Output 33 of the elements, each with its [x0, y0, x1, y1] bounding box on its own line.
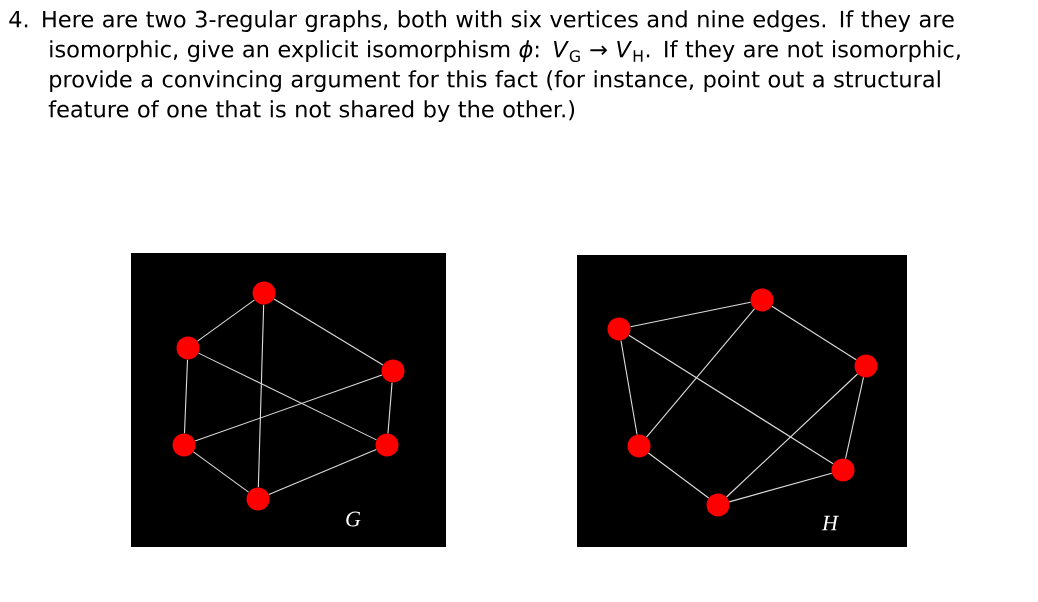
graph-edge: [845, 376, 865, 460]
vertex: [706, 493, 730, 517]
graph-edge: [257, 304, 265, 488]
vertex: [627, 434, 651, 458]
graph-edge: [273, 298, 384, 366]
graph-edge: [647, 452, 710, 499]
graph-edge: [387, 382, 393, 434]
graph-edge: [194, 374, 383, 442]
vertex: [172, 433, 196, 457]
vertex: [375, 433, 399, 457]
graph-edge: [629, 301, 752, 328]
graph-edge: [268, 448, 377, 496]
graph-edge: [192, 451, 250, 493]
graph-edge: [197, 352, 378, 441]
graph-edge: [726, 373, 859, 498]
vertex: [750, 288, 774, 312]
question-text: 4. Here are two 3-regular graphs, both with six vertices and nine edges. If they are isomorphic, give an explicit isomorphism ϕ: V$_{G}$ → V$_{H}$. If they are not isomorphic, provide a convincing argument for this fact (for instance, point out a structural feature of one that is not shared by the other.): [9, 10, 960, 122]
graph-label: H: [821, 515, 839, 531]
vertex: [831, 458, 855, 482]
graph-edge: [771, 305, 857, 361]
graph-edge: [628, 334, 834, 465]
graph-edge: [646, 308, 755, 438]
vertex: [607, 317, 631, 341]
vertex: [246, 487, 270, 511]
vertex: [381, 359, 405, 383]
graph-edge: [196, 299, 256, 342]
graph-label: G: [346, 511, 361, 527]
graph-edge: [183, 359, 189, 434]
vertex: [854, 354, 878, 378]
graph-edge: [728, 472, 833, 503]
vertex: [252, 281, 276, 305]
vertex: [176, 336, 200, 360]
graph-edge: [620, 339, 638, 436]
